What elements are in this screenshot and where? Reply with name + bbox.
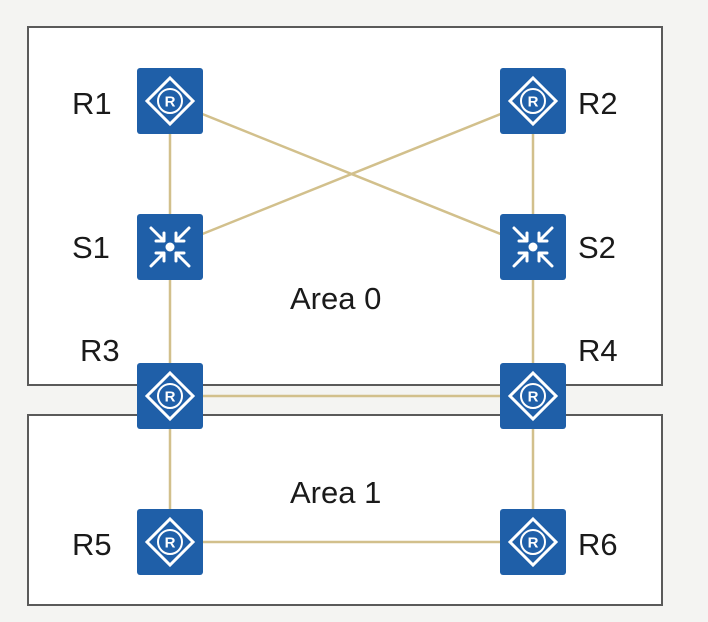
node-r4-router-icon: R — [500, 363, 566, 429]
node-label-r5: R5 — [72, 527, 112, 562]
area-0-label: Area 0 — [290, 281, 382, 316]
node-s2-switch-icon — [500, 214, 566, 280]
node-r5-router-icon: R — [137, 509, 203, 575]
svg-text:R: R — [528, 389, 539, 406]
node-label-s1: S1 — [72, 230, 110, 265]
svg-text:R: R — [165, 389, 176, 406]
svg-text:R: R — [528, 94, 539, 111]
svg-text:R: R — [165, 535, 176, 552]
svg-text:R: R — [528, 535, 539, 552]
node-r1-router-icon: R — [137, 68, 203, 134]
area-1-label: Area 1 — [290, 475, 382, 510]
node-label-r4: R4 — [578, 333, 618, 368]
node-label-r1: R1 — [72, 86, 112, 121]
node-r6-router-icon: R — [500, 509, 566, 575]
node-r3-router-icon: R — [137, 363, 203, 429]
node-label-r2: R2 — [578, 86, 618, 121]
node-label-r6: R6 — [578, 527, 618, 562]
node-label-s2: S2 — [578, 230, 616, 265]
node-s1-switch-icon — [137, 214, 203, 280]
svg-text:R: R — [165, 94, 176, 111]
node-r2-router-icon: R — [500, 68, 566, 134]
node-label-r3: R3 — [80, 333, 120, 368]
link-r2-s1 — [169, 99, 534, 249]
